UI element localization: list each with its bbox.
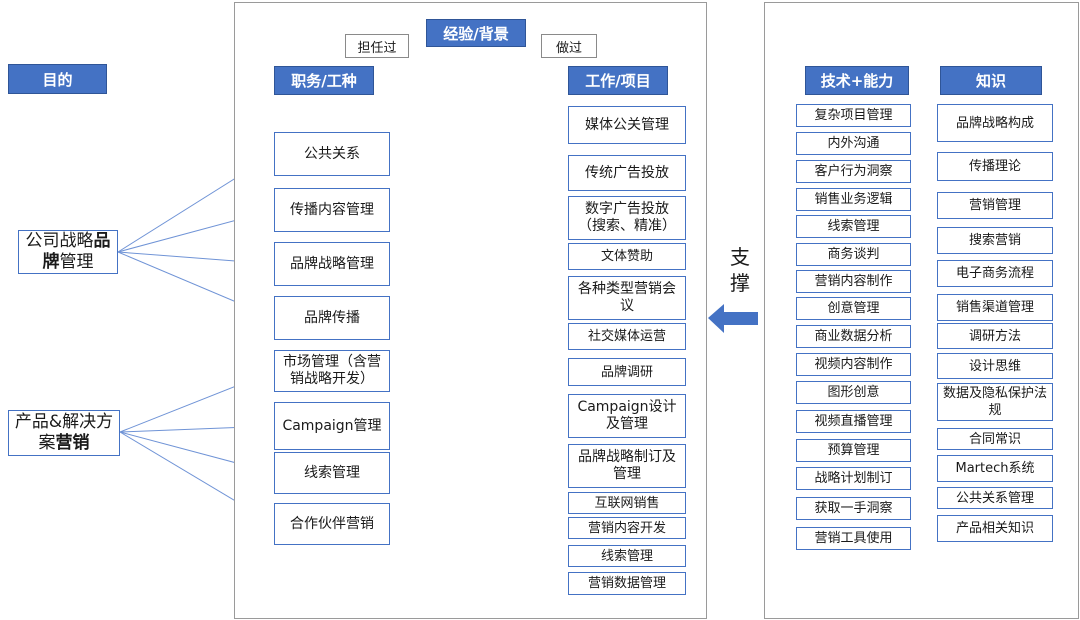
role-box: 线索管理 [274, 452, 390, 494]
skill-box: 视频内容制作 [796, 353, 911, 376]
experience-header: 经验/背景 [426, 19, 526, 47]
work-box: 线索管理 [568, 545, 686, 567]
knowledge-box: 产品相关知识 [937, 515, 1053, 542]
goal-product-marketing: 产品&解决方案营销 [8, 410, 120, 456]
skill-box: 视频直播管理 [796, 410, 911, 433]
work-box: Campaign设计及管理 [568, 394, 686, 438]
skill-box: 预算管理 [796, 439, 911, 462]
skill-box: 创意管理 [796, 297, 911, 320]
work-box: 各种类型营销会议 [568, 276, 686, 320]
skill-box: 复杂项目管理 [796, 104, 911, 127]
skills-header: 技术+能力 [805, 66, 909, 95]
role-box: 传播内容管理 [274, 188, 390, 232]
goal-text: 公司战略品牌管理 [25, 231, 111, 272]
work-header: 工作/项目 [568, 66, 668, 95]
skill-box: 商业数据分析 [796, 325, 911, 348]
knowledge-box: 搜索营销 [937, 227, 1053, 254]
knowledge-box: 品牌战略构成 [937, 104, 1053, 142]
support-label: 支撑 [730, 245, 750, 295]
work-box: 品牌调研 [568, 358, 686, 386]
role-box: 品牌战略管理 [274, 242, 390, 286]
knowledge-box: 合同常识 [937, 428, 1053, 450]
work-box: 互联网销售 [568, 492, 686, 514]
skill-box: 战略计划制订 [796, 467, 911, 490]
knowledge-box: 调研方法 [937, 323, 1053, 349]
work-box: 营销数据管理 [568, 572, 686, 595]
skill-box: 获取一手洞察 [796, 497, 911, 520]
work-box: 品牌战略制订及管理 [568, 444, 686, 488]
work-box: 营销内容开发 [568, 517, 686, 539]
skill-box: 销售业务逻辑 [796, 188, 911, 211]
knowledge-box: 销售渠道管理 [937, 294, 1053, 321]
work-box: 社交媒体运营 [568, 323, 686, 350]
role-box: Campaign管理 [274, 402, 390, 450]
skill-box: 客户行为洞察 [796, 160, 911, 183]
work-box: 媒体公关管理 [568, 106, 686, 144]
role-box: 市场管理（含营销战略开发） [274, 350, 390, 392]
skill-box: 线索管理 [796, 215, 911, 238]
did-note: 做过 [541, 34, 597, 58]
served-as-note: 担任过 [345, 34, 409, 58]
goal-text: 产品&解决方案营销 [14, 412, 114, 453]
knowledge-box: 设计思维 [937, 353, 1053, 379]
knowledge-box: 电子商务流程 [937, 260, 1053, 287]
role-box: 品牌传播 [274, 296, 390, 340]
knowledge-box: 公共关系管理 [937, 487, 1053, 509]
skill-box: 内外沟通 [796, 132, 911, 155]
skill-box: 图形创意 [796, 381, 911, 404]
knowledge-box: Martech系统 [937, 455, 1053, 482]
role-box: 合作伙伴营销 [274, 503, 390, 545]
goal-header: 目的 [8, 64, 107, 94]
roles-header: 职务/工种 [274, 66, 374, 95]
skill-box: 商务谈判 [796, 243, 911, 266]
knowledge-box: 传播理论 [937, 152, 1053, 181]
support-arrow-icon [708, 304, 758, 333]
work-box: 传统广告投放 [568, 155, 686, 191]
role-box: 公共关系 [274, 132, 390, 176]
work-box: 文体赞助 [568, 243, 686, 270]
work-box: 数字广告投放（搜索、精准） [568, 196, 686, 240]
knowledge-header: 知识 [940, 66, 1042, 95]
knowledge-box: 营销管理 [937, 192, 1053, 219]
skill-box: 营销工具使用 [796, 527, 911, 550]
knowledge-box: 数据及隐私保护法规 [937, 383, 1053, 421]
skill-box: 营销内容制作 [796, 270, 911, 293]
goal-brand-management: 公司战略品牌管理 [18, 230, 118, 274]
